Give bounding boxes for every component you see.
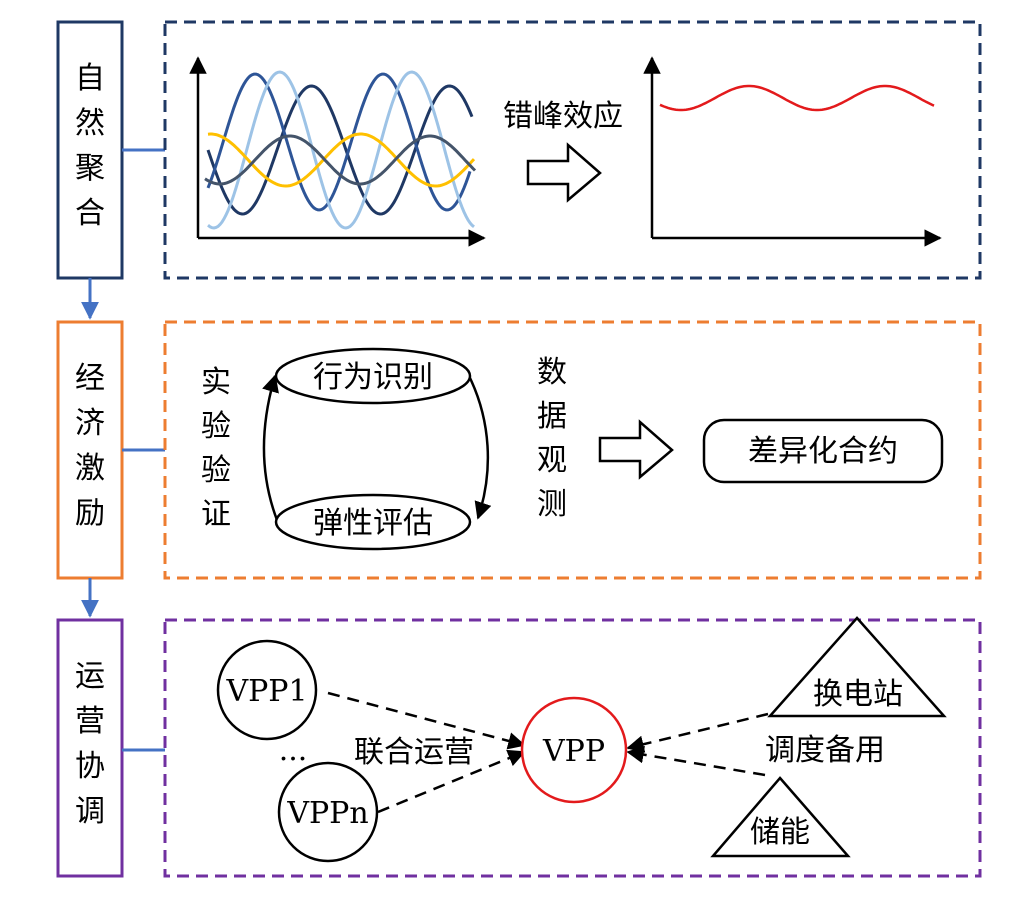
label-char: 经 <box>75 361 105 396</box>
vppn-label: VPPn <box>286 796 368 831</box>
differentiated-contract-label: 差异化合约 <box>748 434 898 469</box>
label-char: 数 <box>537 355 567 390</box>
label-box-operation: 运 营 协 调 <box>56 618 124 878</box>
peak-shaving-label: 错峰效应 <box>503 99 623 134</box>
label-char: 聚 <box>75 151 105 186</box>
storage-triangle <box>710 776 851 858</box>
wave-lines <box>204 70 477 230</box>
label-char: 证 <box>201 497 231 532</box>
label-char: 观 <box>537 443 567 478</box>
center-vpp-label: VPP <box>542 734 605 769</box>
dispatch-reserve-label: 调度备用 <box>765 733 885 768</box>
ellipsis-label: ... <box>279 733 308 768</box>
panel-economic <box>163 320 982 580</box>
label-char: 济 <box>75 406 105 441</box>
wave-line <box>206 72 472 212</box>
wave-line <box>207 70 475 230</box>
label-char: 励 <box>75 496 105 531</box>
label-char: 据 <box>537 399 567 434</box>
storage-label: 储能 <box>750 815 810 850</box>
label-char: 运 <box>75 659 105 694</box>
label-box-economic: 经 济 激 励 <box>56 320 124 580</box>
label-char: 营 <box>75 704 105 739</box>
joint-operation-label: 联合运营 <box>354 735 474 770</box>
wave-line <box>204 134 477 186</box>
label-char: 验 <box>201 409 231 444</box>
center-vpp-node <box>520 696 628 804</box>
swap-station-triangle <box>767 616 947 718</box>
dashed-arrow-swap-station <box>626 712 769 753</box>
label-char: 测 <box>537 487 567 522</box>
panel-operation <box>163 618 982 878</box>
label-char: 协 <box>75 749 105 784</box>
behavior-recognition-label: 行为识别 <box>313 360 433 395</box>
elasticity-evaluation-label: 弹性评估 <box>313 506 433 541</box>
wave-chart-right <box>643 56 942 247</box>
vpp1-node <box>216 639 318 741</box>
differentiated-contract-box <box>702 418 944 484</box>
label-char: 调 <box>75 794 105 829</box>
panel-natural <box>163 20 982 280</box>
wave-line <box>206 84 474 216</box>
vpp1-label: VPP1 <box>225 674 307 709</box>
dashed-arrow-vppn <box>377 749 526 814</box>
vppn-node <box>277 761 379 863</box>
block-arrow-1 <box>526 142 602 203</box>
dashed-arrow-storage <box>626 745 766 777</box>
block-arrow-2 <box>598 419 674 480</box>
aggregated-wave <box>659 84 935 112</box>
cycle-arrow-left <box>262 374 279 521</box>
label-char: 激 <box>75 451 105 486</box>
label-char: 实 <box>201 365 231 400</box>
dashed-arrow-vpp1 <box>327 691 526 750</box>
elasticity-evaluation-node <box>274 493 472 551</box>
label-char: 合 <box>75 196 105 231</box>
label-box-natural: 自 然 聚 合 <box>56 20 124 280</box>
label-char: 然 <box>75 106 105 141</box>
label-char: 验 <box>201 453 231 488</box>
cycle-arrow-right <box>468 377 492 520</box>
behavior-recognition-node <box>274 347 472 405</box>
label-char: 自 <box>75 61 105 96</box>
wave-chart-left <box>189 56 486 247</box>
swap-station-label: 换电站 <box>813 677 903 712</box>
